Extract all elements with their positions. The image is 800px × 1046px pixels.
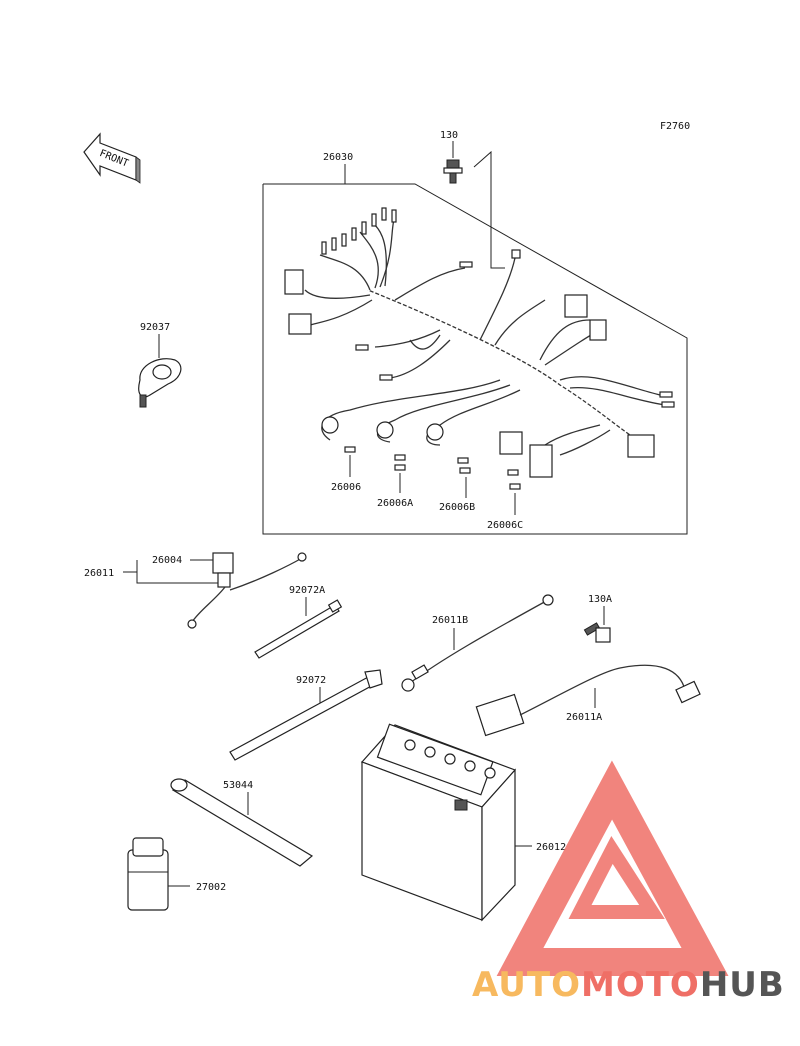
label-26004: 26004 [152, 555, 182, 566]
label-27002: 27002 [196, 882, 226, 893]
harness-26011 [187, 552, 307, 629]
cable-26011A [475, 664, 701, 737]
clamp-92037 [138, 358, 182, 408]
label-26030: 26030 [323, 152, 353, 163]
battery-26012 [360, 723, 517, 922]
figure-id: F2760 [660, 121, 690, 132]
logo-part-hub: HUB [700, 965, 785, 1005]
label-26006: 26006 [331, 482, 361, 493]
label-26006A: 26006A [377, 498, 413, 509]
terminal-26006B [457, 457, 471, 498]
terminal-26006C [507, 469, 521, 515]
label-130: 130 [440, 130, 458, 141]
label-53044: 53044 [223, 780, 253, 791]
cable-26011B [401, 594, 554, 692]
label-26012: 26012 [536, 842, 566, 853]
label-26006C: 26006C [487, 520, 523, 531]
bolt-130 [443, 141, 505, 269]
main-wiring-harness [284, 207, 675, 478]
label-26011A: 26011A [566, 712, 602, 723]
label-26006B: 26006B [439, 502, 475, 513]
bolt-130A [583, 622, 611, 643]
label-92037: 92037 [140, 322, 170, 333]
terminal-26006A [394, 454, 406, 493]
cable-tie-92072 [229, 669, 383, 761]
logo-part-moto: MOTO [581, 965, 700, 1005]
automotohub-logo [496, 760, 729, 976]
tube-53044 [170, 778, 314, 867]
label-26011B: 26011B [432, 615, 468, 626]
front-arrow-icon: FRONT [83, 132, 141, 184]
harness-frame [262, 183, 688, 535]
cable-tie-92072A [254, 599, 343, 659]
label-92072: 92072 [296, 675, 326, 686]
label-26011: 26011 [84, 568, 114, 579]
label-130A: 130A [588, 594, 612, 605]
relay-27002 [127, 837, 169, 911]
logo-wordmark: AUTOMOTOHUB [472, 965, 785, 1005]
logo-part-auto: AUTO [472, 965, 581, 1005]
terminal-26006 [344, 446, 356, 477]
label-92072A: 92072A [289, 585, 325, 596]
